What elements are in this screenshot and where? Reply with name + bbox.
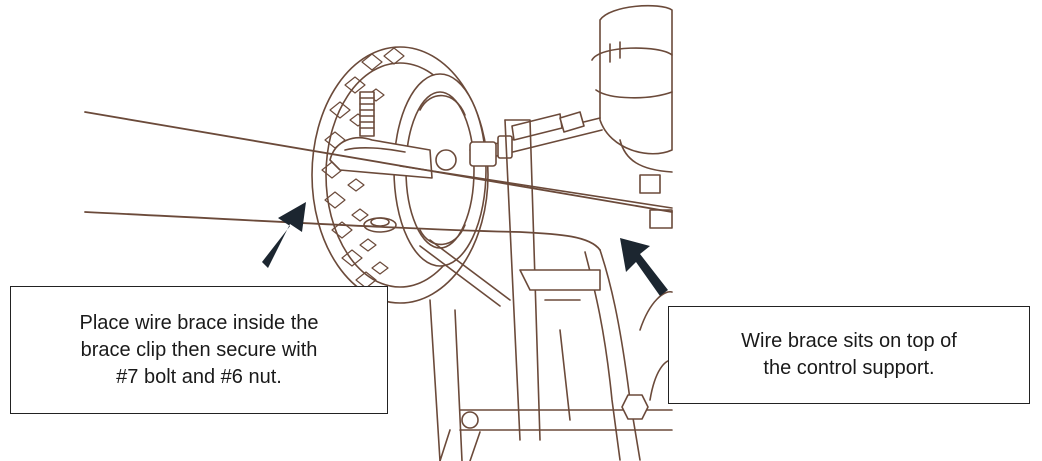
arrow-up-left-icon — [620, 238, 668, 296]
brace-clip — [329, 136, 433, 233]
engine-housing — [591, 4, 673, 229]
control-support — [419, 119, 673, 461]
axle-shaft — [435, 111, 603, 171]
tire-tread — [321, 47, 405, 289]
callout-right: Wire brace sits on top of the control su… — [668, 306, 1030, 404]
callout-left-line-1: Place wire brace inside the — [79, 311, 319, 334]
callout-right-line-1: Wire brace sits on top of — [741, 330, 957, 352]
wire-brace — [84, 111, 673, 251]
lower-frame — [429, 299, 571, 461]
callout-left: Place wire brace inside the brace clip t… — [10, 286, 388, 414]
callout-right-line-2: the control support. — [763, 357, 935, 379]
callout-left-line-3: #7 bolt and #6 nut. — [116, 365, 282, 388]
callout-left-line-2: brace clip then secure with — [80, 338, 318, 361]
arrow-up-right-icon — [262, 202, 306, 268]
